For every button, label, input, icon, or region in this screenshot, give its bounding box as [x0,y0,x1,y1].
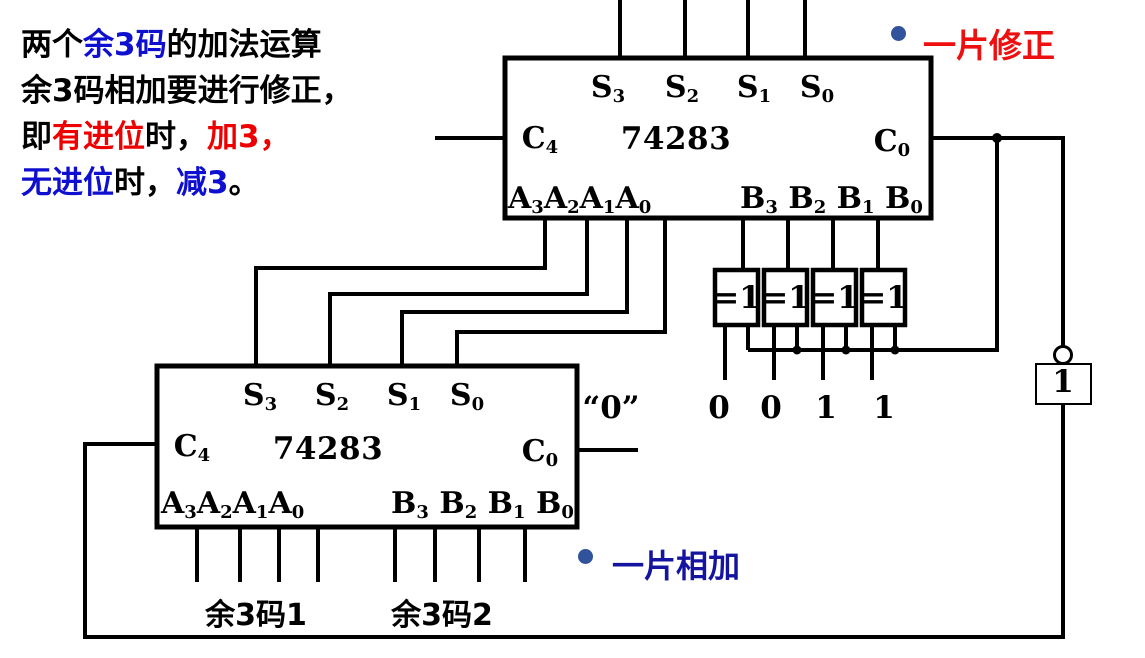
top-chip-part-number: 74283 [620,121,732,157]
xor-gate-3-label: =1 [811,280,859,316]
intro-text-segment: 两个 [21,27,83,63]
bottom-chip-s3-label: S3 [242,378,278,416]
bottom-chip-a-inputs-label: A3A2A1A0 [161,486,305,524]
xor-constant-2: 0 [760,390,782,426]
top-chip-body [502,55,934,221]
junction-dot-c0 [992,133,1002,143]
intro-text: 两个余3码的加法运算 余3码相加要进行修正， 即有进位时，加3， 无进位时，减3… [21,22,353,206]
xor-gate-4-label: =1 [860,280,908,316]
top-chip-s1-label: S1 [736,70,772,108]
intro-text-segment: 有进位 [52,119,145,155]
intro-text-segment: 余3码相加要进行修正， [21,73,353,109]
xor-gate-4-body [859,267,908,328]
intro-text-segment: 。 [228,165,260,201]
wire-s3-to-a3 [254,218,547,366]
xor-gate-3-body [810,267,859,328]
junction-dot-bus-2 [841,345,851,355]
bottom-chip-s1-label: S1 [386,378,422,416]
intro-text-segment: 余3码 [83,27,167,63]
bottom-chip-b-inputs-label: B3 B2 B1 B0 [391,486,574,524]
bullet-icon [578,549,593,564]
xor-gate-1-body [712,267,761,328]
intro-text-segment: 减3 [176,165,229,201]
constant-one-value: 1 [1052,364,1074,400]
top-chip-b-inputs-label: B3 B2 B1 B0 [740,181,923,219]
top-chip-a-inputs-label: A3A2A1A0 [508,181,652,219]
intro-text-segment: 时， [145,119,207,155]
top-chip-s0-label: S0 [799,70,835,108]
xor-constant-3: 1 [815,390,837,426]
junction-dot-bus-3 [890,345,900,355]
intro-line-3: 即有进位时，加3， [21,114,353,160]
junction-dot-bus-1 [792,345,802,355]
intro-line-2: 余3码相加要进行修正， [21,68,353,114]
bottom-chip-c0-constant: “0” [582,390,640,426]
wire-s1-to-a1 [400,218,629,366]
xor-constant-4: 1 [873,390,895,426]
bottom-chip-body [154,363,580,530]
top-chip-s3-label: S3 [590,70,626,108]
intro-text-segment: 即 [21,119,52,155]
bottom-chip-part-number: 74283 [272,431,384,467]
top-chip-c4-label: C4 [521,121,559,159]
wire-s2-to-a2 [328,218,589,366]
correction-annotation: 一片修正 [923,26,1055,65]
bottom-chip-c0-label: C0 [521,434,559,472]
constant-one-box [1035,363,1092,405]
intro-text-segment: 无进位 [21,165,114,201]
intro-line-1: 两个余3码的加法运算 [21,22,353,68]
bullet-icon [891,26,906,41]
bottom-chip-s0-label: S0 [449,378,485,416]
wire-feedback-c4 [83,404,1065,639]
xor-constant-1: 0 [708,390,730,426]
operand1-label: 余3码1 [205,598,307,633]
top-chip-s2-label: S2 [664,70,700,108]
bottom-chip-c4-label: C4 [173,429,211,467]
intro-text-segment: 的加法运算 [166,27,322,63]
inverter-bubble-icon [1053,345,1073,365]
addition-annotation: 一片相加 [612,547,741,585]
bottom-chip-s2-label: S2 [314,378,350,416]
operand2-label: 余3码2 [391,598,493,633]
top-chip-c0-label: C0 [873,124,911,162]
intro-text-segment: 时， [114,165,176,201]
xor-gate-2-body [761,267,810,328]
xor-gate-2-label: =1 [762,280,810,316]
wire-xor-control-bus [748,138,999,352]
intro-text-segment: 加3， [207,119,291,155]
intro-line-4: 无进位时，减3。 [21,160,353,206]
xor-gate-1-label: =1 [713,280,761,316]
wire-s0-to-a0 [455,218,667,366]
wire-top-c0 [931,136,1065,347]
